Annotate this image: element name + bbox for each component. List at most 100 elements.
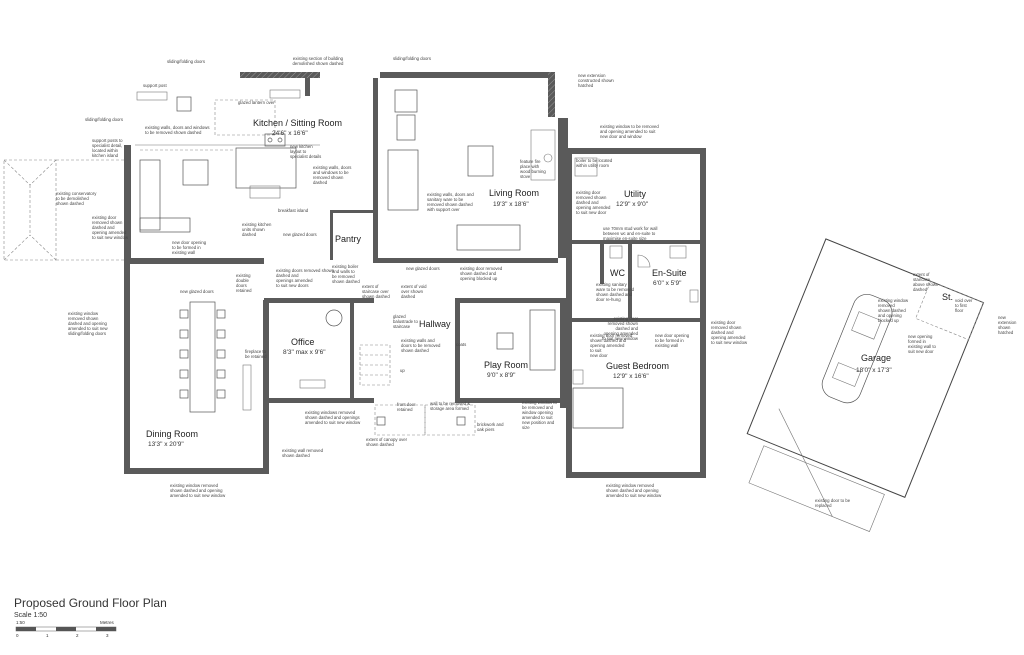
dining-label: Dining Room <box>146 429 198 439</box>
playroom-dims: 9'0" x 8'9" <box>487 372 516 379</box>
note-line: shown dashed <box>362 294 390 299</box>
note-line: specialist details <box>290 154 321 159</box>
note-line: within utility room <box>576 163 609 168</box>
note-line: front door <box>397 402 416 407</box>
note-line: existing boiler <box>332 264 359 269</box>
note-line: new door and window <box>600 134 642 139</box>
wc-label: WC <box>610 268 625 278</box>
note-line: new kitchen <box>290 144 313 149</box>
note-line: removed shown <box>313 175 344 180</box>
note-line: staircase over <box>362 289 389 294</box>
note-new-glazed-doors-2: new glazed doors <box>406 266 440 271</box>
utility-dims: 12'9" x 9'0" <box>616 201 649 208</box>
note-line: shown dashed <box>401 348 429 353</box>
note-line: maximise en-suite size <box>603 236 647 241</box>
note-line: be removed <box>332 274 355 279</box>
main-walls <box>124 72 706 478</box>
note-line: layout to <box>290 149 307 154</box>
note-line: feature fire <box>520 159 541 164</box>
note-line: dashed and opening <box>68 321 108 326</box>
note-line: removed shown <box>68 316 99 321</box>
utility-label: Utility <box>624 189 646 199</box>
note-line: shown dashed <box>56 201 84 206</box>
guest-bed <box>572 369 624 429</box>
note-line: existing door <box>92 215 117 220</box>
office-label: Office <box>291 337 314 347</box>
note-line: place with <box>520 164 540 169</box>
note-line: replaced <box>815 503 832 508</box>
note-line: above shown <box>913 282 939 287</box>
note-line: shown dashed <box>332 279 360 284</box>
note-line: new position and <box>522 420 555 425</box>
note-line: hatched <box>998 330 1014 335</box>
note-line: existing window to be removed <box>600 124 659 129</box>
note-line: new <box>998 315 1007 320</box>
note-line: kitchen island <box>92 153 119 158</box>
note-line: dashed <box>242 232 257 237</box>
note-line: sliding/folding doors <box>68 331 106 336</box>
note-line: formed in <box>908 339 927 344</box>
note-line: existing window to <box>522 400 557 405</box>
note-line: new extension <box>578 73 606 78</box>
note-line: removed shown <box>608 321 639 326</box>
note-line: to suit <box>590 348 602 353</box>
note-line: staircase <box>913 277 931 282</box>
note-line: extent of <box>362 284 379 289</box>
note-line: retained <box>397 407 413 412</box>
note-line: dashed <box>913 287 928 292</box>
note-line: removed shown dashed <box>427 202 473 207</box>
note-line: existing door <box>614 316 639 321</box>
note-line: blocked up <box>878 318 899 323</box>
note-line: new opening <box>908 334 933 339</box>
note-line: existing window <box>68 311 99 316</box>
note-line: and opening amended to suit <box>600 129 656 134</box>
note-line: doors to be removed <box>401 343 441 348</box>
note-line: dashed and <box>711 330 734 335</box>
note-sliding-doors-2: sliding/folding doors <box>393 56 431 61</box>
note-line: new door opening <box>172 240 207 245</box>
note-line: existing door removed <box>460 266 503 271</box>
playroom-label: Play Room <box>484 360 528 370</box>
note-line: and opening <box>878 313 902 318</box>
kitchen-dims: 24'6" x 16'6" <box>272 130 308 137</box>
scale-bar-label-left: 1:50 <box>16 620 25 625</box>
note-line: brickwork and <box>477 422 504 427</box>
note-line: to suit new window <box>602 336 639 341</box>
note-line: to be formed in <box>172 245 201 250</box>
note-line: and walls to <box>332 269 355 274</box>
kitchen-furniture <box>135 89 320 233</box>
note-line: over shown <box>401 289 424 294</box>
note-line: existing window removed <box>606 483 655 488</box>
dining-furniture <box>179 301 252 413</box>
note-line: hatched <box>578 83 594 88</box>
note-line: shown dashed <box>878 308 906 313</box>
note-line: shown dashed <box>282 453 310 458</box>
st-label: St. <box>942 292 953 302</box>
scale-tick-2: 2 <box>76 633 79 638</box>
extension-hatch <box>240 72 555 117</box>
note-line: existing <box>236 273 251 278</box>
note-sliding-doors-1: sliding/folding doors <box>167 59 205 64</box>
ensuite-dims: 6'0" x 5'9" <box>653 280 682 287</box>
note-line: to suit new window <box>711 340 748 345</box>
note-line: amended to suit new window <box>170 493 226 498</box>
note-line: existing door removed <box>590 333 633 338</box>
note-line: openings amended <box>276 278 313 283</box>
note-line: storage area formed <box>430 406 469 411</box>
